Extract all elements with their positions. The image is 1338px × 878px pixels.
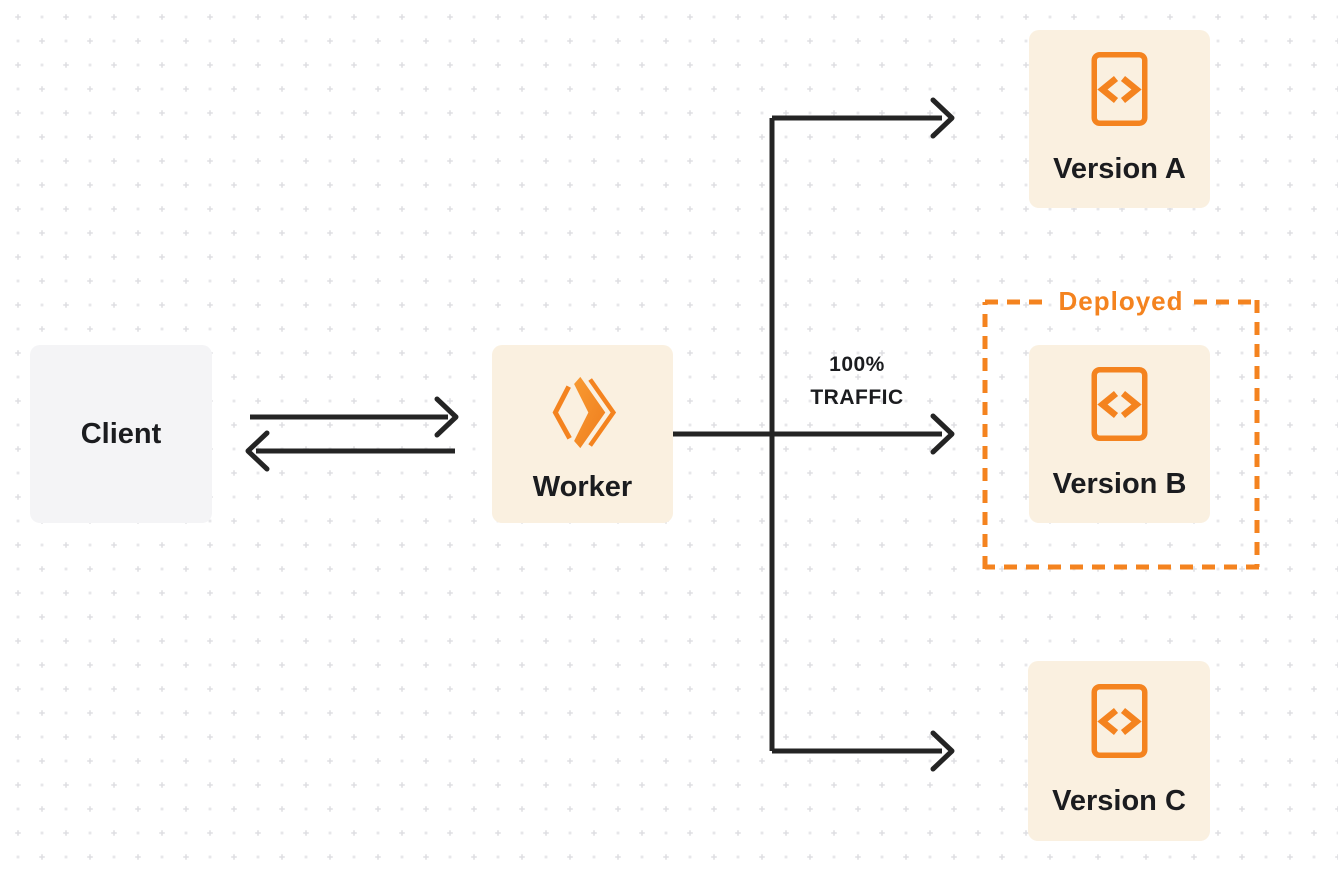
version-c-label: Version C [1052,785,1186,817]
code-file-icon [1091,684,1147,758]
workers-logo-icon [552,376,616,448]
arrowhead-version-c [930,730,955,772]
traffic-word: TRAFFIC [810,386,904,409]
arrowhead-version-b [930,413,955,455]
version-b-label: Version B [1052,468,1187,500]
deployed-label: Deployed [1058,286,1184,316]
arrowhead-client-to-worker [434,396,459,438]
code-file-icon [1091,52,1148,126]
deployed-dashed-box [982,299,1260,570]
client-label: Client [80,418,162,450]
worker-label: Worker [532,470,633,503]
traffic-percent: 100% [829,353,885,376]
version-a-label: Version A [1053,153,1186,185]
version-a-node: Version A [1029,30,1210,208]
version-b-node: Version B [1029,345,1210,523]
worker-node: Worker [492,345,673,523]
version-c-node: Version C [1028,661,1210,841]
arrowhead-worker-to-client [245,430,270,472]
arrowhead-version-a [930,97,955,139]
client-node: Client [30,345,212,523]
code-file-icon [1091,367,1148,441]
traffic-annotation: 100% TRAFFIC [782,348,932,414]
